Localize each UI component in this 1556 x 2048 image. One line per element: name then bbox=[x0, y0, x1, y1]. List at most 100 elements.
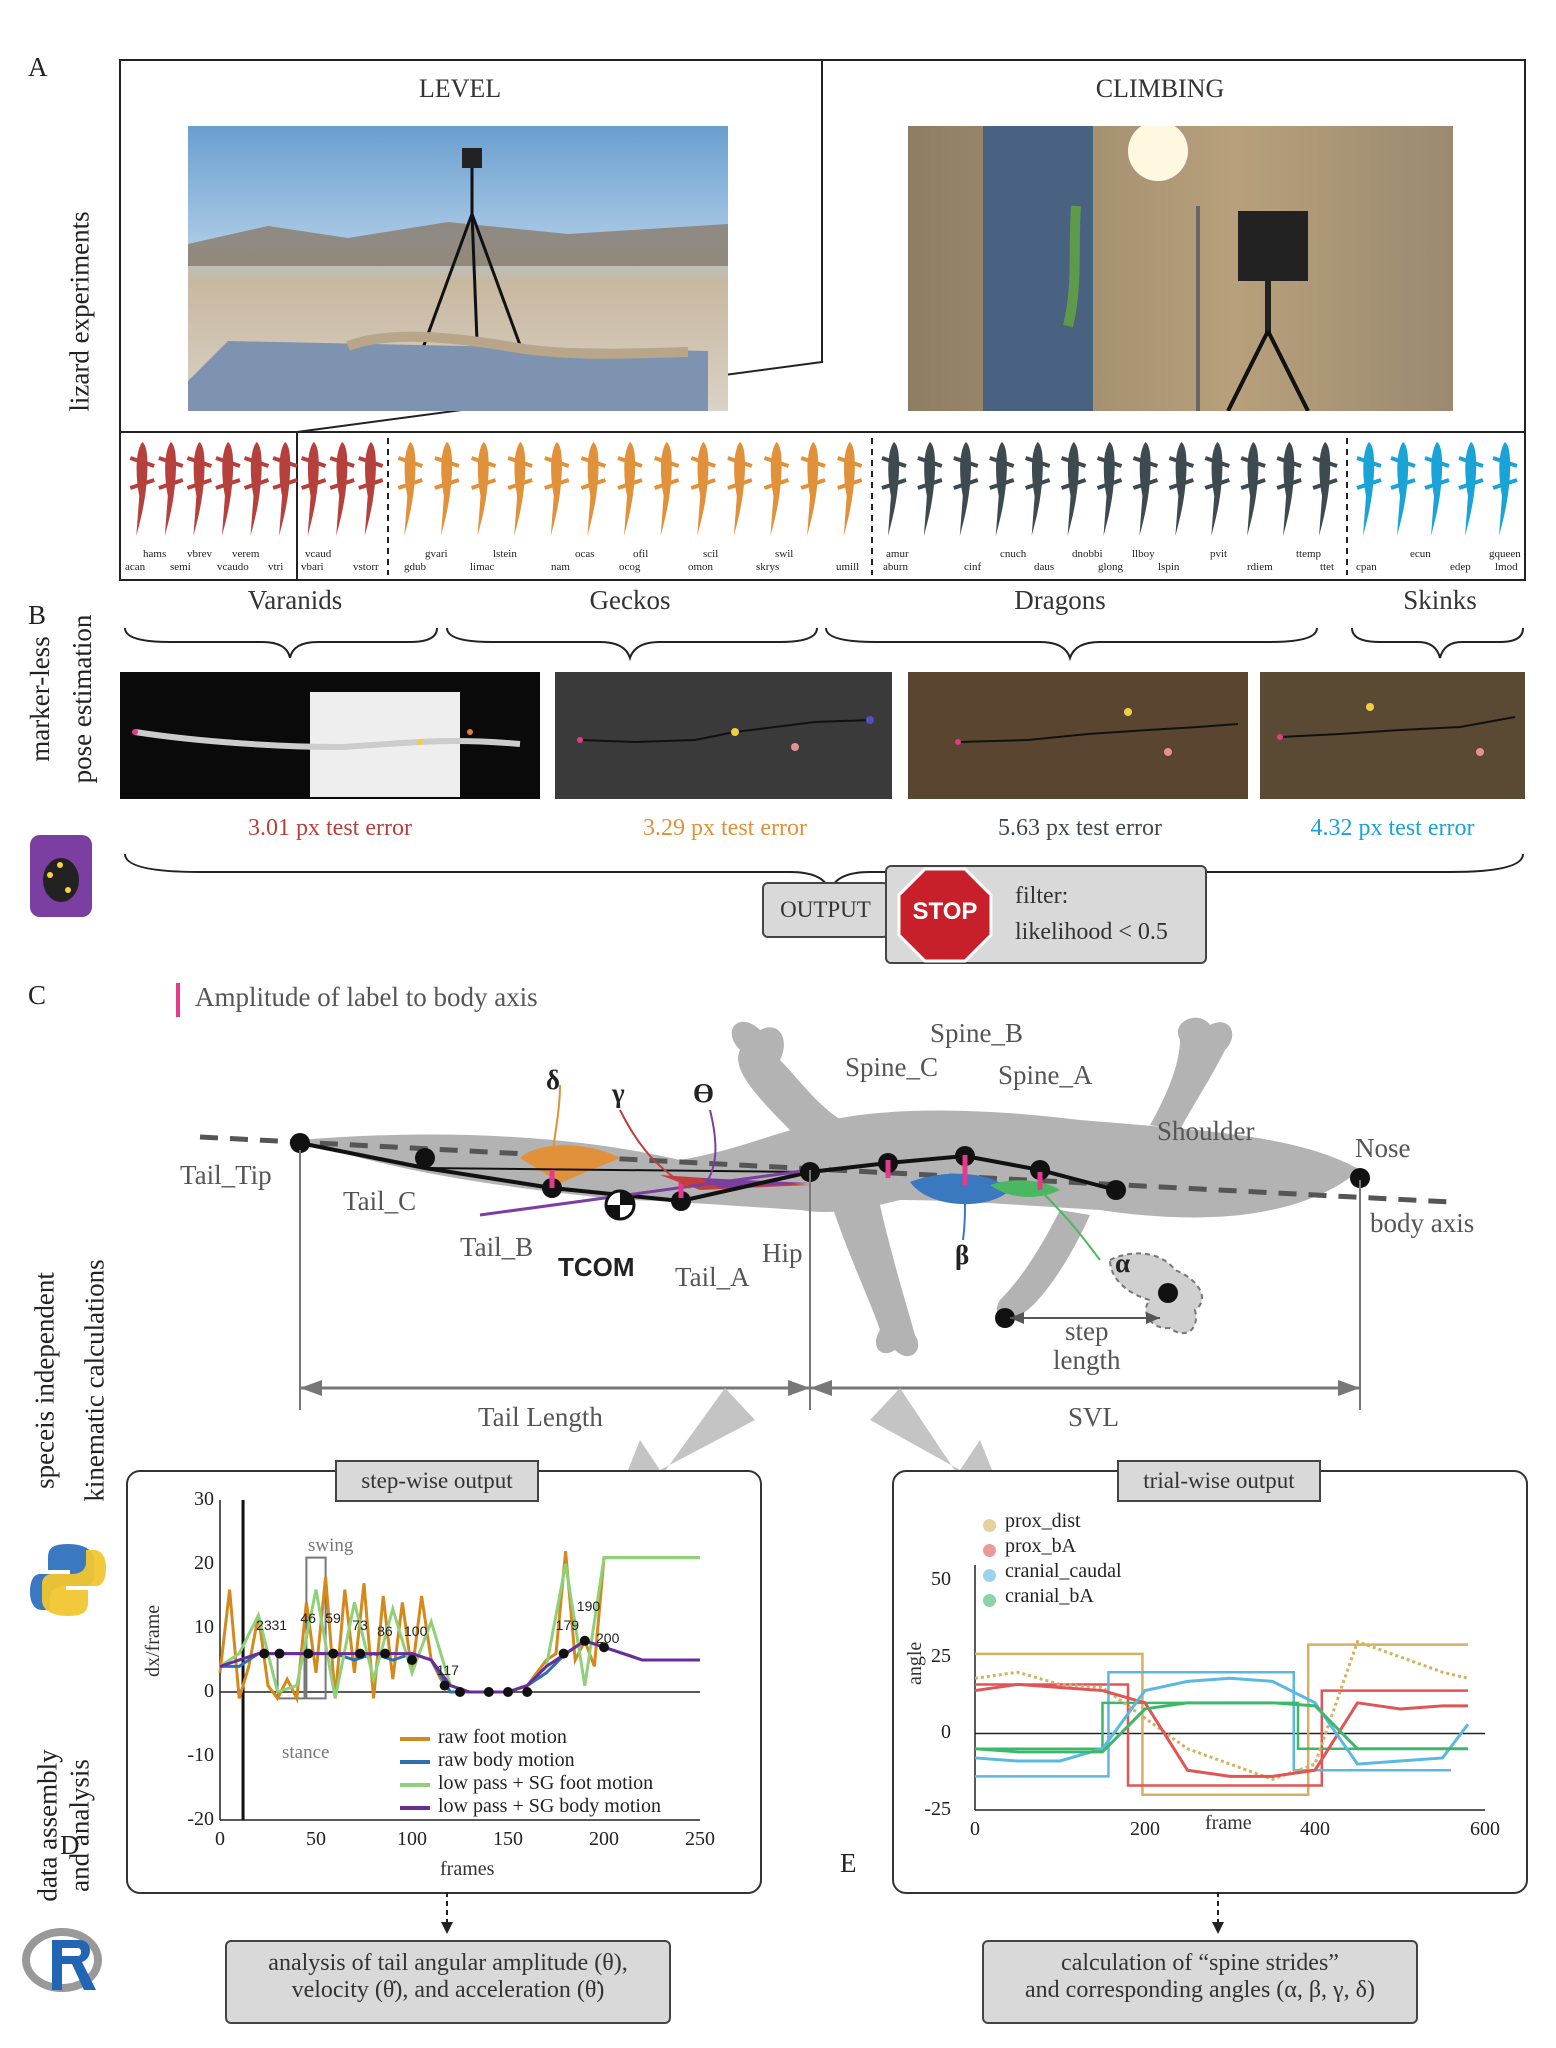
species-label: rdiem bbox=[1247, 561, 1273, 573]
label-tcom: TCOM bbox=[558, 1252, 635, 1282]
species-silhouette bbox=[1031, 442, 1043, 536]
stepwise-ytick: 30 bbox=[194, 1488, 214, 1510]
legend-item: raw foot motion bbox=[438, 1726, 567, 1748]
pose-image-gecko bbox=[555, 672, 892, 799]
python-logo bbox=[30, 1544, 106, 1616]
species-label: verem bbox=[232, 548, 260, 560]
species-silhouette bbox=[1139, 442, 1151, 536]
frame-dot bbox=[328, 1648, 339, 1659]
species-label: cpan bbox=[1356, 561, 1377, 573]
species-label: ocog bbox=[619, 561, 641, 573]
error-dragons: 5.63 px test error bbox=[998, 815, 1162, 841]
climbing-photo bbox=[908, 126, 1453, 411]
species-silhouette bbox=[807, 442, 819, 536]
label-step-2: length bbox=[1053, 1345, 1121, 1375]
analysis-box-left: analysis of tail angular amplitude (θ), … bbox=[225, 1940, 671, 2024]
level-photo bbox=[188, 126, 728, 411]
label-tail-tip: Tail_Tip bbox=[180, 1160, 272, 1190]
label-gamma: γ bbox=[612, 1078, 625, 1108]
species-label: vcaudo bbox=[217, 561, 249, 573]
frame-dot bbox=[455, 1687, 465, 1697]
analysis-right-line-1: calculation of “spine strides” bbox=[1061, 1950, 1339, 1976]
species-label: ocas bbox=[575, 548, 595, 560]
stepwise-series-line bbox=[219, 1556, 700, 1699]
label-alpha: α bbox=[1115, 1248, 1131, 1278]
frame-mark-label: 190 bbox=[576, 1597, 601, 1614]
species-silhouette bbox=[1499, 442, 1511, 536]
group-dragons: Dragons bbox=[1014, 585, 1106, 615]
species-silhouette bbox=[995, 442, 1007, 536]
species-label: vbari bbox=[301, 561, 324, 573]
species-silhouette bbox=[1283, 442, 1295, 536]
label-shoulder: Shoulder bbox=[1157, 1116, 1255, 1146]
analysis-left-line-2: velocity (θ̇), and acceleration (θ̈) bbox=[291, 1977, 605, 2003]
stepwise-xtick: 150 bbox=[493, 1828, 523, 1850]
trialwise-series-line bbox=[974, 1639, 1469, 1781]
species-silhouette bbox=[1103, 442, 1115, 536]
frame-dot bbox=[355, 1648, 366, 1659]
species-label: lspin bbox=[1158, 561, 1180, 573]
label-beta: β bbox=[955, 1240, 970, 1270]
legend-swatch bbox=[400, 1806, 430, 1810]
label-delta: δ bbox=[546, 1065, 561, 1095]
label-spine-a: Spine_A bbox=[998, 1060, 1093, 1090]
pose-image-varanid bbox=[120, 672, 540, 799]
trialwise-ytick: -25 bbox=[924, 1798, 951, 1820]
stepwise-chart bbox=[218, 1500, 700, 1821]
frame-dot bbox=[579, 1635, 590, 1646]
analysis-left-line-1: analysis of tail angular amplitude (θ), bbox=[268, 1950, 628, 1976]
trialwise-ytick: 50 bbox=[931, 1568, 951, 1591]
species-label: daus bbox=[1034, 561, 1055, 573]
trialwise-series-line bbox=[974, 1701, 1468, 1754]
trialwise-stride-line bbox=[975, 1701, 1451, 1750]
species-silhouette bbox=[660, 442, 672, 536]
error-varanids: 3.01 px test error bbox=[248, 815, 412, 841]
species-label: gqueen bbox=[1489, 548, 1521, 560]
legend-item: cranial_caudal bbox=[1005, 1560, 1122, 1582]
legend-swatch bbox=[983, 1519, 996, 1532]
species-silhouette bbox=[1397, 442, 1409, 536]
stepwise-xtick: 100 bbox=[397, 1828, 427, 1850]
trialwise-series-line bbox=[974, 1682, 1468, 1778]
label-nose: Nose bbox=[1355, 1133, 1411, 1163]
species-label: vcaud bbox=[305, 548, 332, 560]
species-label: limac bbox=[470, 561, 495, 573]
frame-mark-label: 179 bbox=[555, 1616, 580, 1633]
output-box: OUTPUT bbox=[762, 882, 889, 938]
stop-sign-icon bbox=[897, 867, 993, 963]
label-hip: Hip bbox=[762, 1238, 803, 1268]
species-silhouette bbox=[364, 442, 376, 536]
stepwise-xtick: 250 bbox=[685, 1828, 715, 1850]
stepwise-xtick: 200 bbox=[589, 1828, 619, 1850]
species-label: semi bbox=[170, 561, 191, 573]
r-logo bbox=[22, 1928, 102, 1992]
kinematic-diagram bbox=[199, 1017, 1451, 1410]
stepwise-ytick: -10 bbox=[187, 1744, 214, 1766]
species-silhouette bbox=[770, 442, 782, 536]
species-silhouette bbox=[404, 442, 416, 536]
species-label: acan bbox=[125, 561, 146, 573]
analysis-right-line-2: and corresponding angles (α, β, γ, δ) bbox=[1025, 1977, 1375, 2003]
species-silhouette bbox=[164, 442, 177, 536]
label-body-axis: body axis bbox=[1370, 1208, 1475, 1238]
species-silhouette bbox=[1465, 442, 1477, 536]
species-silhouette bbox=[1319, 442, 1331, 536]
species-label: pvit bbox=[1210, 548, 1228, 560]
stance-label: stance bbox=[282, 1742, 330, 1763]
trialwise-ylabel: angle bbox=[904, 1641, 926, 1685]
analysis-box-right: calculation of “spine strides” and corre… bbox=[982, 1940, 1418, 2024]
legend-item: low pass + SG foot motion bbox=[438, 1772, 654, 1794]
stop-label: STOP bbox=[912, 898, 978, 925]
species-label: aburn bbox=[883, 561, 909, 573]
species-silhouette bbox=[959, 442, 972, 536]
frame-mark-label: 31 bbox=[271, 1616, 288, 1633]
group-varanids: Varanids bbox=[247, 585, 343, 615]
panel-letter-c: C bbox=[28, 980, 47, 1010]
trialwise-stride-line bbox=[975, 1670, 1451, 1778]
legend-item: low pass + SG body motion bbox=[438, 1795, 661, 1817]
frame-dot bbox=[259, 1648, 270, 1659]
species-silhouette bbox=[887, 442, 900, 536]
species-label: amur bbox=[886, 548, 909, 560]
label-spine-c: Spine_C bbox=[845, 1052, 939, 1082]
filter-line-1: filter: bbox=[1015, 883, 1069, 909]
